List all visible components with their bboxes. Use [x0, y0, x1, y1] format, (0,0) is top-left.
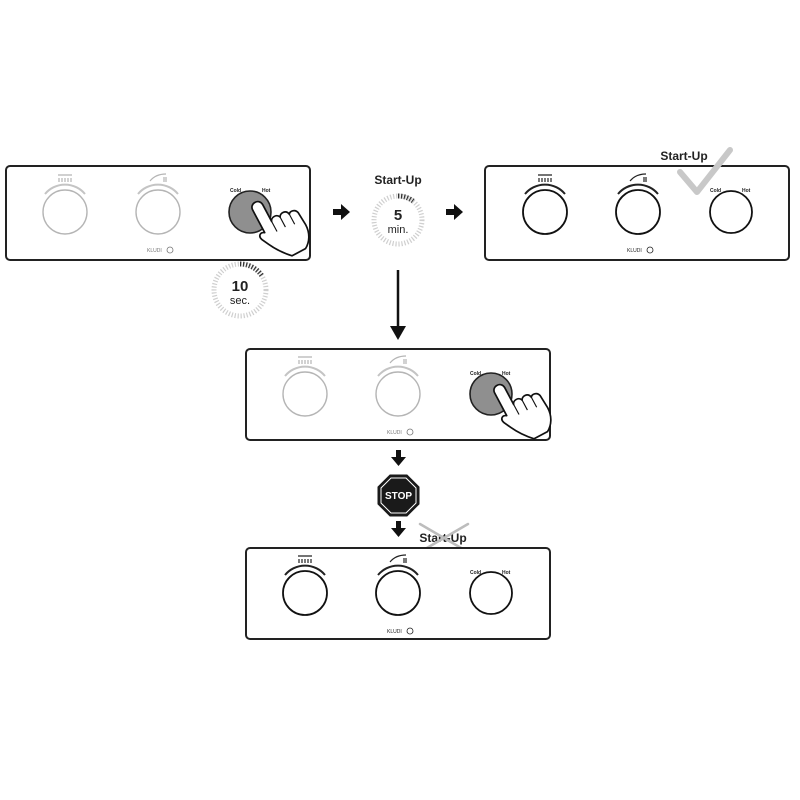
- press-timer-value: 10: [232, 278, 249, 295]
- spout-knob: [135, 189, 181, 235]
- arrow-icon: [391, 521, 406, 537]
- spout-knob: [375, 371, 421, 417]
- shower-knob: [282, 371, 328, 417]
- startup-done-title: Start-Up: [660, 149, 707, 163]
- brand-label: KLUDI: [627, 248, 642, 254]
- startup-timer: 5 min.: [371, 193, 425, 247]
- startup-title: Start-Up: [374, 173, 421, 187]
- arrow-icon: [390, 270, 406, 340]
- hot-label: Hot: [262, 188, 271, 194]
- checkmark-icon: [677, 147, 733, 195]
- arrow-icon: [333, 204, 350, 220]
- arrow-icon: [446, 204, 463, 220]
- startup-timer-value: 5: [394, 207, 402, 224]
- spout-knob: [375, 570, 421, 616]
- shower-knob: [282, 570, 328, 616]
- brand-label: KLUDI: [147, 248, 162, 254]
- stop-sign-icon: STOP: [377, 474, 420, 517]
- panel-startup-complete: Cold Hot KLUDI: [484, 165, 790, 261]
- cold-label: Cold: [230, 188, 241, 194]
- shower-knob: [522, 189, 568, 235]
- spout-knob: [615, 189, 661, 235]
- startup-timer-unit: min.: [388, 224, 409, 236]
- panel-initial: Cold Hot KLUDI: [5, 165, 317, 266]
- press-timer-unit: sec.: [230, 295, 250, 307]
- brand-label: KLUDI: [387, 430, 402, 436]
- brand-label: KLUDI: [387, 629, 402, 635]
- temperature-knob: [709, 190, 753, 234]
- temperature-knob: [469, 571, 513, 615]
- press-timer: 10 sec.: [211, 261, 269, 319]
- panel-normal-operation: Cold Hot KLUDI: [245, 547, 551, 640]
- hot-label: Hot: [502, 570, 511, 576]
- stop-sign-label: STOP: [385, 491, 412, 502]
- hot-label: Hot: [502, 371, 511, 377]
- hot-label: Hot: [742, 188, 751, 194]
- cold-label: Cold: [710, 188, 721, 194]
- panel-interrupt: Cold Hot KLUDI: [245, 348, 559, 449]
- arrow-icon: [391, 450, 406, 466]
- shower-knob: [42, 189, 88, 235]
- cold-label: Cold: [470, 371, 481, 377]
- cold-label: Cold: [470, 570, 481, 576]
